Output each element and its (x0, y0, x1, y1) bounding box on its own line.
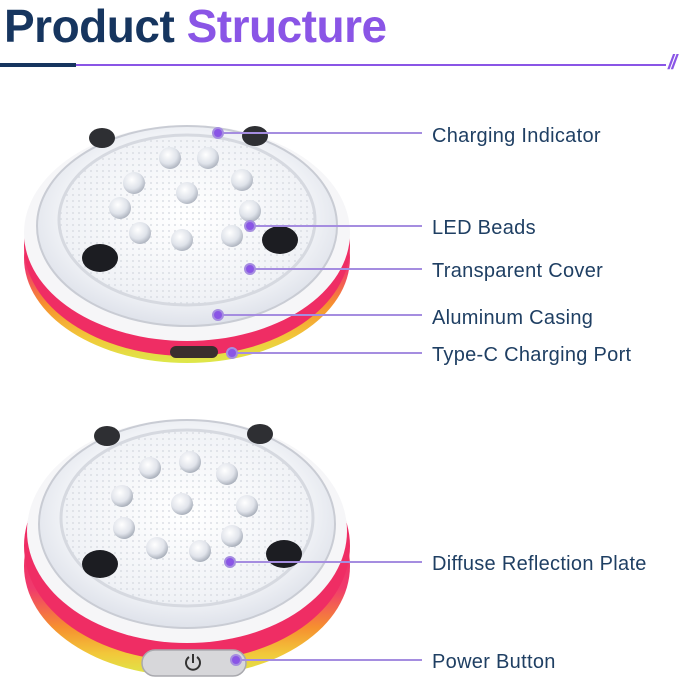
page-title: Product Structure (4, 0, 387, 52)
label-led-beads: LED Beads (432, 217, 536, 239)
power-button (141, 649, 247, 677)
label-type-c-port: Type-C Charging Port (432, 344, 632, 366)
label-transparent-cover: Transparent Cover (432, 260, 604, 282)
label-charging-indicator: Charging Indicator (432, 125, 601, 147)
label-aluminum-casing: Aluminum Casing (432, 307, 594, 329)
label-power-button: Power Button (432, 651, 556, 673)
label-diffuse-reflection-plate: Diffuse Reflection Plate (432, 553, 647, 575)
device-top-image (24, 125, 350, 363)
charging-indicator (242, 126, 268, 146)
title-decoration: // (668, 52, 677, 74)
led-beads (109, 147, 261, 251)
title-underline (76, 64, 666, 66)
title-word-product: Product (4, 0, 175, 52)
title-underline-accent (0, 63, 76, 67)
device-bottom-image (24, 419, 350, 677)
power-icon (185, 654, 201, 671)
title-word-structure: Structure (186, 0, 387, 52)
type-c-port (170, 346, 218, 358)
led-beads-bottom (111, 451, 258, 562)
